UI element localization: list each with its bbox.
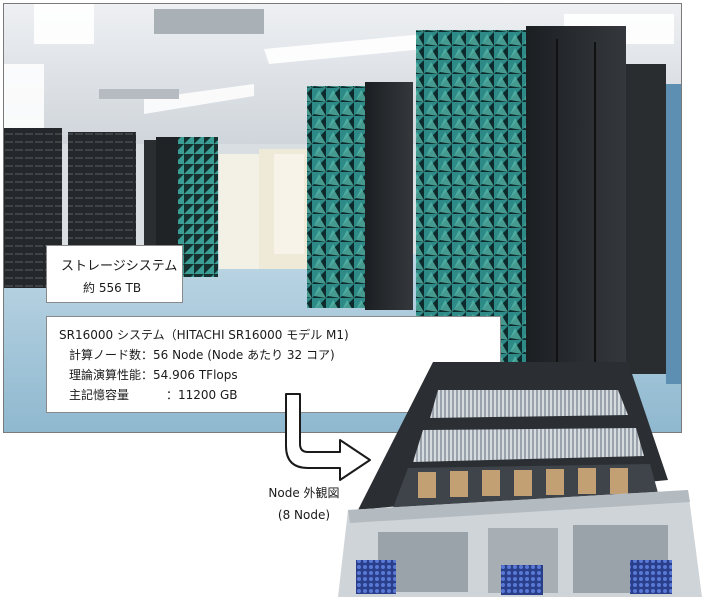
spec-label: 主記憶容量	[69, 388, 130, 402]
storage-callout: ストレージシステム 約 556 TB	[46, 245, 183, 303]
spec-label: 理論演算性能	[69, 368, 142, 382]
arrow-right-icon	[285, 393, 371, 481]
spec-value: 56 Node (Node あたり 32 コア)	[153, 348, 335, 362]
node-caption-title: Node 外観図	[268, 486, 340, 500]
spec-separator: ：	[141, 348, 154, 362]
spec-row: 理論演算性能：54.906 TFlops	[59, 365, 500, 385]
node-photo	[338, 360, 702, 597]
spec-separator: ：	[141, 368, 154, 382]
spec-row: 主記憶容量 ：11200 GB	[59, 385, 500, 405]
spec-label: 計算ノード数	[69, 348, 142, 362]
spec-row: 計算ノード数：56 Node (Node あたり 32 コア)	[59, 345, 500, 365]
system-title: SR16000 システム（HITACHI SR16000 モデル M1)	[59, 328, 349, 342]
storage-capacity: 約 556 TB	[83, 281, 142, 295]
system-spec-callout: SR16000 システム（HITACHI SR16000 モデル M1) 計算ノ…	[46, 316, 501, 413]
spec-value: 11200 GB	[178, 388, 238, 402]
spec-value: 54.906 TFlops	[153, 368, 238, 382]
node-caption-count: (8 Node)	[277, 508, 331, 522]
spec-separator: ：	[166, 388, 179, 402]
storage-title: ストレージシステム	[61, 259, 178, 274]
node-caption: Node 外観図 (8 Node)	[232, 482, 376, 526]
